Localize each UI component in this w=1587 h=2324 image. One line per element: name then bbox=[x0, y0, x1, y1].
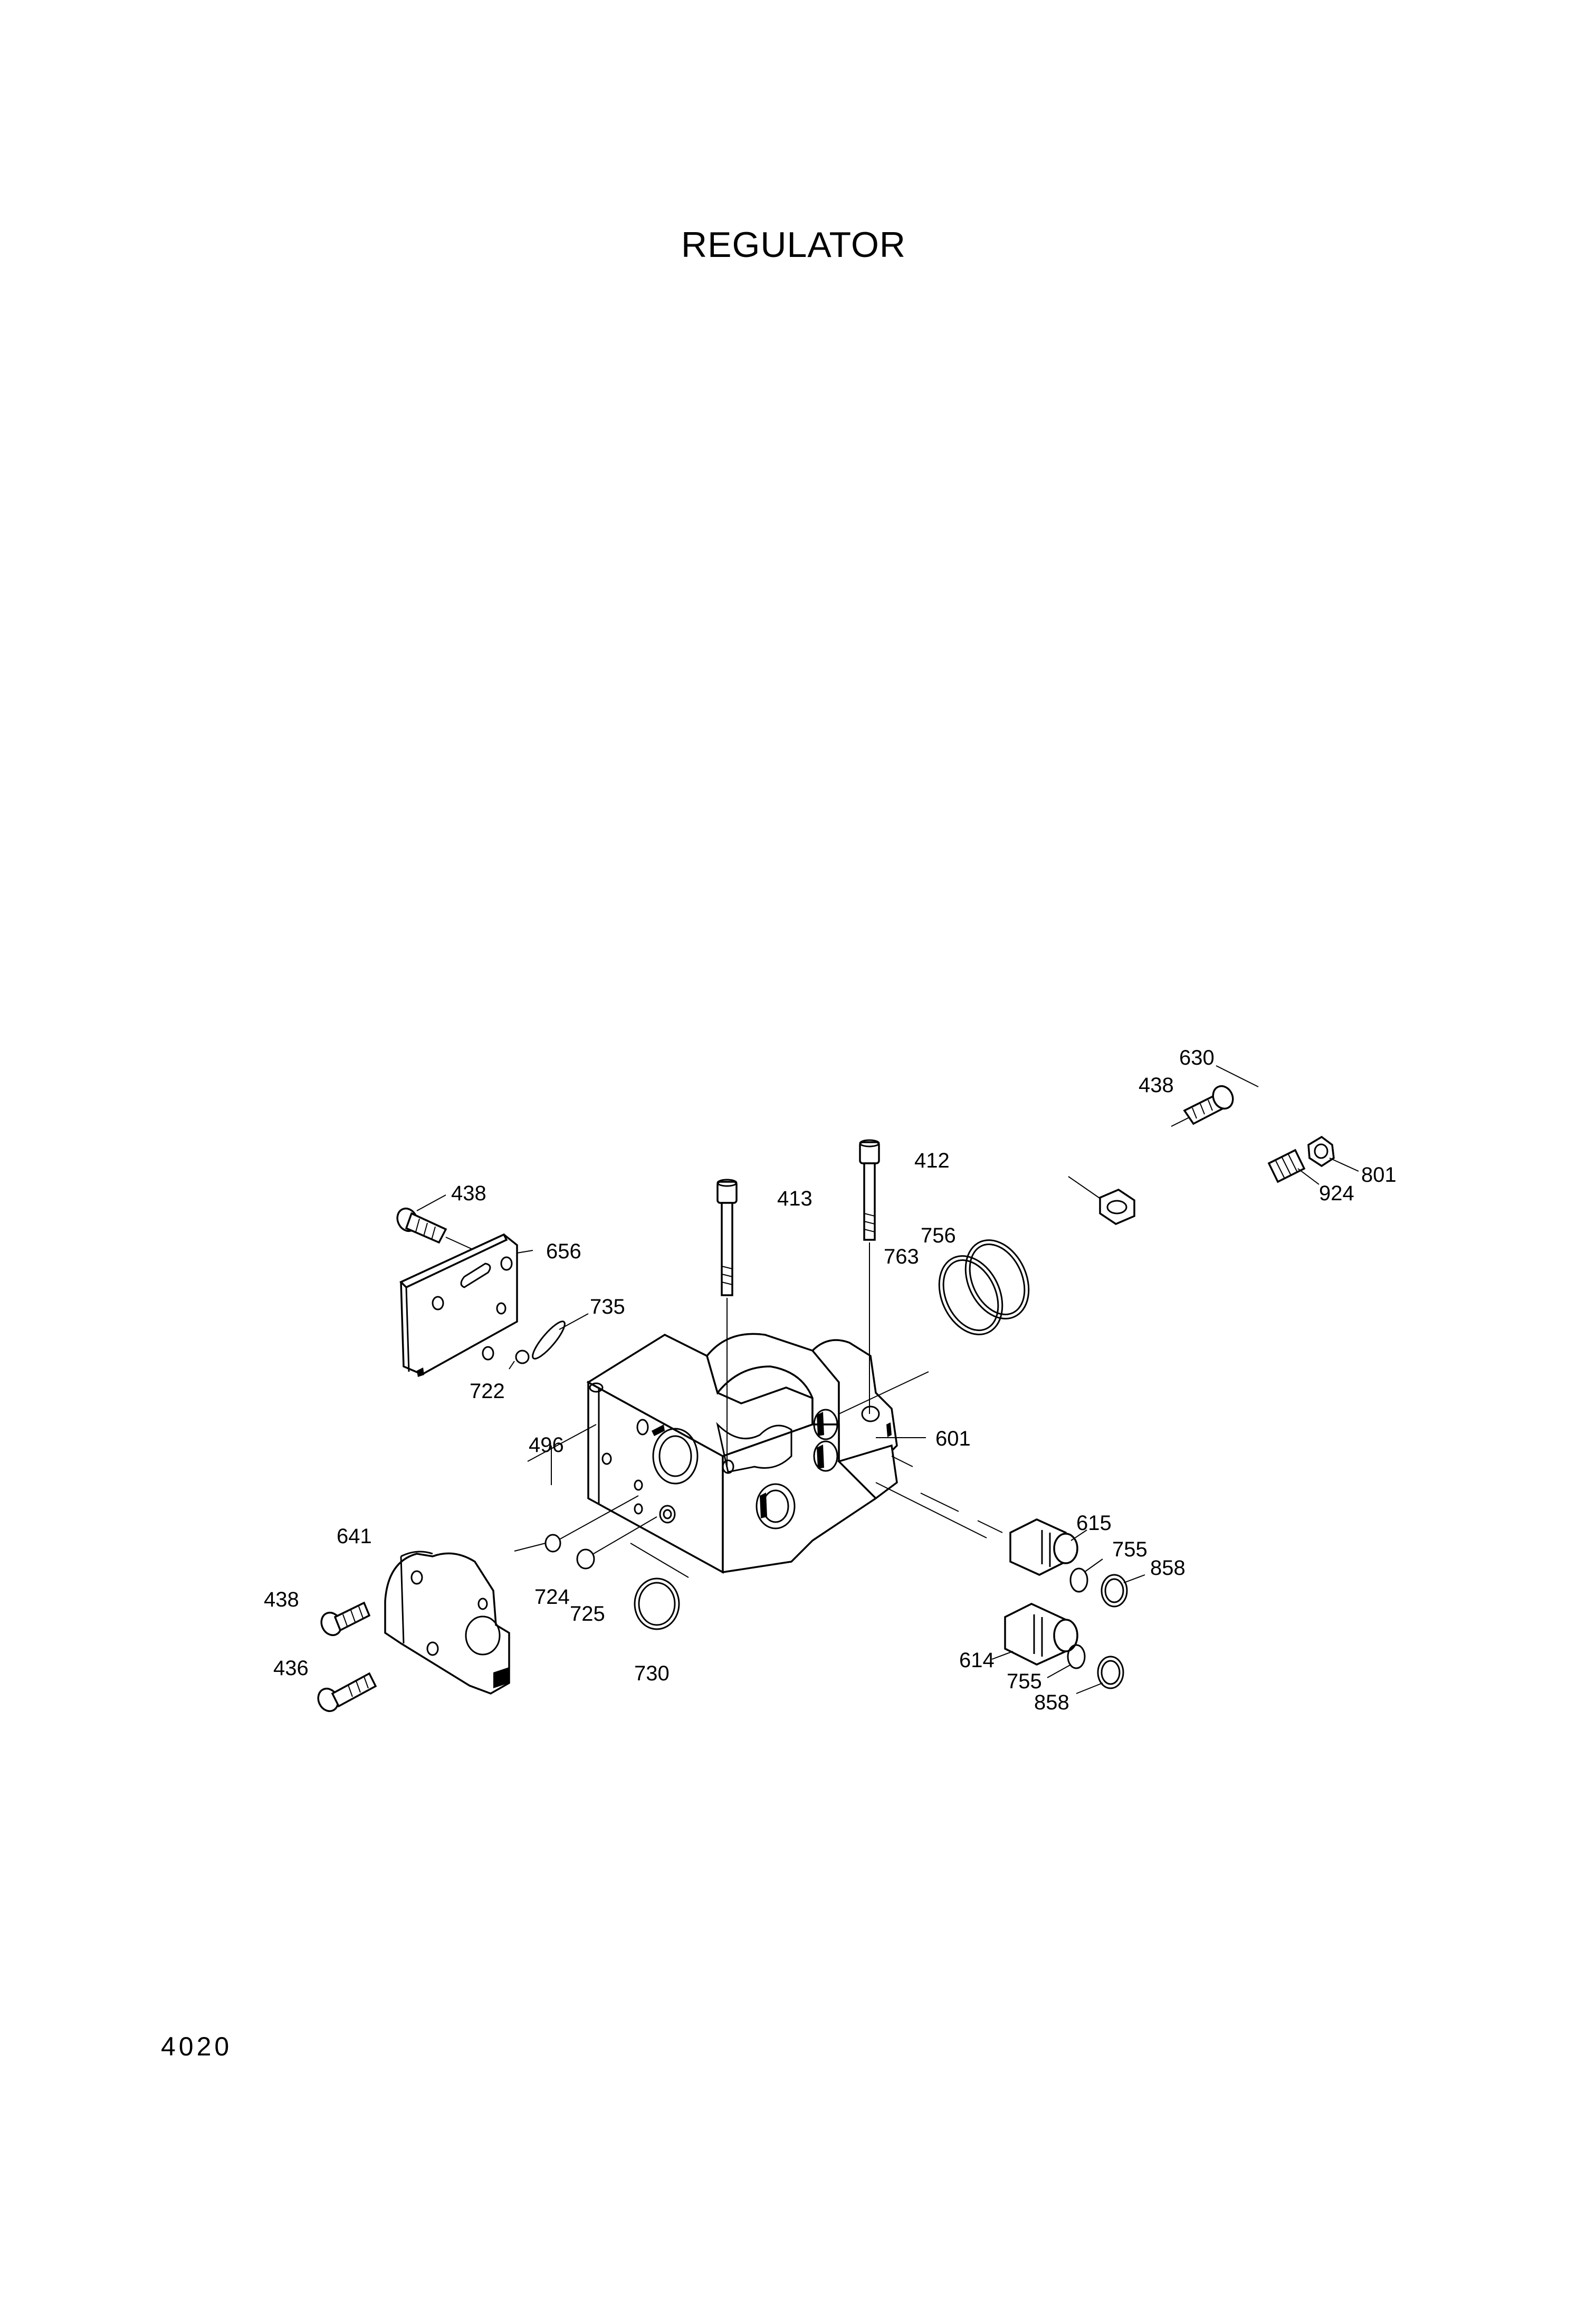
label-755-a: 755 bbox=[1112, 1538, 1148, 1561]
label-763: 763 bbox=[884, 1245, 919, 1268]
label-412: 412 bbox=[914, 1149, 950, 1172]
cover-plate-656 bbox=[399, 1233, 533, 1377]
label-438-left: 438 bbox=[451, 1182, 486, 1205]
regulator-body bbox=[586, 1333, 898, 1574]
bolt-413 bbox=[716, 1179, 738, 1467]
sleeve-615 bbox=[1009, 1518, 1087, 1576]
label-858-a: 858 bbox=[1150, 1556, 1186, 1580]
label-438-top: 438 bbox=[1139, 1074, 1174, 1097]
o-ring-722 bbox=[509, 1350, 530, 1370]
o-ring-755-a bbox=[1069, 1558, 1103, 1593]
o-ring-735 bbox=[532, 1313, 589, 1360]
o-rings-756-763 bbox=[938, 1239, 1030, 1335]
label-438-bottom: 438 bbox=[264, 1588, 299, 1611]
label-413: 413 bbox=[777, 1187, 812, 1210]
label-924: 924 bbox=[1319, 1182, 1354, 1205]
label-496: 496 bbox=[529, 1433, 564, 1457]
snap-ring-858-a bbox=[1101, 1574, 1145, 1608]
label-801: 801 bbox=[1361, 1163, 1397, 1187]
label-436: 436 bbox=[273, 1657, 309, 1680]
part-labels: 630 438 801 924 412 413 756 763 438 656 … bbox=[264, 1046, 1397, 1714]
label-722: 722 bbox=[470, 1380, 505, 1403]
label-614: 614 bbox=[959, 1649, 995, 1672]
label-641: 641 bbox=[337, 1525, 372, 1548]
label-735: 735 bbox=[590, 1295, 625, 1318]
label-756: 756 bbox=[921, 1224, 956, 1247]
screw-436 bbox=[317, 1672, 377, 1713]
label-724: 724 bbox=[534, 1585, 570, 1609]
cover-641 bbox=[384, 1551, 510, 1695]
nut-801 bbox=[1307, 1135, 1359, 1172]
hex-nut bbox=[1068, 1176, 1135, 1225]
o-ring-755-b bbox=[1047, 1644, 1086, 1678]
screw-438-bottom bbox=[320, 1601, 371, 1637]
label-630: 630 bbox=[1179, 1046, 1215, 1069]
screw-438-left bbox=[396, 1194, 475, 1251]
set-screw-924 bbox=[1267, 1149, 1320, 1185]
sleeve-614 bbox=[991, 1603, 1078, 1666]
label-730: 730 bbox=[634, 1662, 670, 1685]
label-615: 615 bbox=[1076, 1512, 1112, 1535]
pin-496 bbox=[527, 1424, 597, 1485]
label-656: 656 bbox=[546, 1240, 581, 1263]
label-755-b: 755 bbox=[1007, 1670, 1042, 1693]
center-lines bbox=[838, 1371, 1003, 1538]
label-725: 725 bbox=[570, 1602, 605, 1625]
page-number: 4020 bbox=[161, 2032, 233, 2061]
snap-ring-858-b bbox=[1076, 1656, 1124, 1694]
label-858-b: 858 bbox=[1034, 1691, 1069, 1714]
o-ring-725 bbox=[576, 1516, 657, 1570]
screw-438-top bbox=[1171, 1065, 1259, 1127]
diagram-title: REGULATOR bbox=[681, 225, 906, 265]
label-601: 601 bbox=[935, 1427, 971, 1450]
bolt-412 bbox=[859, 1139, 880, 1414]
o-ring-730 bbox=[630, 1543, 689, 1630]
o-ring-724 bbox=[514, 1495, 639, 1553]
